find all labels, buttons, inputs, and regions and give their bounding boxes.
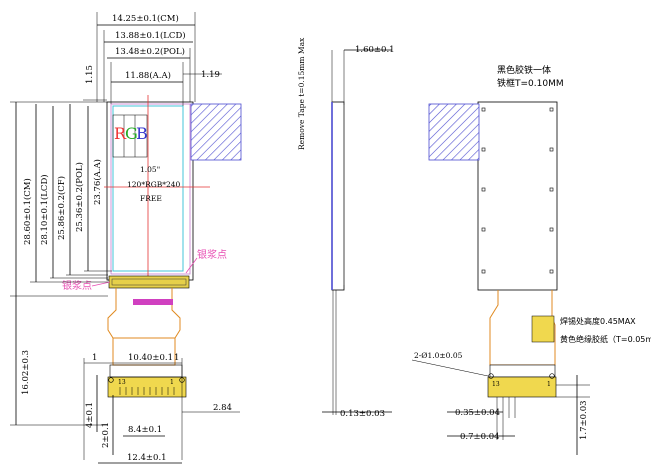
pol-outline <box>110 103 191 275</box>
weld-note: 焊锡处高度0.45MAX <box>560 316 636 326</box>
front-view: R G B 1.05" 120*RGB*240 FREE 银浆点 银浆点 <box>62 95 242 398</box>
screen-free: FREE <box>140 194 162 203</box>
side-outline <box>331 101 345 291</box>
back-frame-holes <box>481 107 554 274</box>
dim-aa-width: 11.88(A.A) <box>125 70 171 81</box>
rgb-g: G <box>125 124 138 143</box>
dim-lcd-width: 13.88±0.1(LCD) <box>115 30 186 41</box>
pin-13-label: 13 <box>118 379 126 386</box>
back-note-2: 铁框T=0.10MM <box>497 77 564 89</box>
rgb-box <box>112 114 148 158</box>
back-pin-13: 13 <box>492 381 500 388</box>
fpc-label <box>133 299 173 305</box>
tape-note: Remove Tape t=0.15mm Max <box>297 37 306 150</box>
dim-cf-height: 25.86±0.2(CF) <box>56 176 67 240</box>
back-hatch-tab <box>428 103 480 161</box>
rgb-r: R <box>114 124 127 143</box>
back-pin-1: 1 <box>547 381 551 388</box>
screen-resolution: 120*RGB*240 <box>127 180 181 189</box>
dim-pol-width: 13.48±0.2(POL) <box>115 46 185 57</box>
dim-fpc-length: 16.02±0.3 <box>21 350 31 395</box>
dim-12-4: 12.4±0.1 <box>127 453 167 463</box>
back-connector-pads <box>487 376 557 398</box>
dim-pin-right: 1 <box>174 353 179 363</box>
dim-right-1-7: 1.7±0.03 <box>579 400 589 440</box>
insulating-tape-note: 黄色绝缘胶纸（T=0.05mm） <box>560 334 651 344</box>
front-vert-dims: 28.60±0.1(CM) 28.10±0.1(LCD) 25.86±0.2(C… <box>10 101 112 426</box>
dim-4: 4±0.1 <box>85 402 95 428</box>
dim-pin-left: 1 <box>92 353 97 363</box>
silver-paste-label-1: 银浆点 <box>197 248 227 261</box>
dim-right-offset: 1.19 <box>201 70 220 80</box>
dim-aa-height: 23.76(A.A) <box>92 159 103 205</box>
dim-cm-width: 14.25±0.1(CM) <box>112 13 179 24</box>
silver-paste-label-2: 银浆点 <box>62 279 92 292</box>
dim-2-84: 2.84 <box>213 403 232 413</box>
screen-size: 1.05" <box>140 165 160 174</box>
dim-lcd-height: 28.10±0.1(LCD) <box>39 174 50 245</box>
hole-dim: 2-Ø1.0±0.05 <box>414 351 463 360</box>
dim-left-offset: 1.15 <box>85 65 95 84</box>
dim-pad-width: 0.35±0.04 <box>455 408 500 418</box>
side-thickness-dim: 1.60±0.1 <box>355 45 395 55</box>
dim-pol-height: 25.36±0.2(POL) <box>74 162 85 232</box>
back-frame <box>477 101 558 291</box>
dim-8-4: 8.4±0.1 <box>128 425 162 435</box>
glass-ledge <box>108 275 190 289</box>
dim-pitch-total: 10.40±0.1 <box>128 353 173 363</box>
front-hatch-tab <box>190 103 242 161</box>
back-view: 黑色胶铁一体 铁框T=0.10MM 焊锡处高度0.45MAX 黄色绝缘胶纸（T=… <box>411 64 651 455</box>
dim-pad-pitch: 0.7±0.04 <box>460 432 500 442</box>
fpc-outline <box>107 288 181 339</box>
back-solder-area <box>531 315 555 343</box>
dim-2: 2±0.1 <box>101 422 111 448</box>
pin-1-label: 1 <box>170 379 174 386</box>
side-view: 1.60±0.1 Remove Tape t=0.15mm Max 0.13±0… <box>297 37 395 419</box>
front-bottom-dims: 1 10.40±0.1 1 13 1 4±0.1 2±0.1 8.4±0.1 1… <box>83 353 240 464</box>
back-note-1: 黑色胶铁一体 <box>497 64 551 76</box>
dim-cm-height: 28.60±0.1(CM) <box>22 178 33 245</box>
front-top-dims: 14.25±0.1(CM) 13.88±0.1(LCD) 13.48±0.2(P… <box>83 12 222 106</box>
rgb-b: B <box>136 124 148 143</box>
side-fpc-dim: 0.13±0.03 <box>340 409 385 419</box>
